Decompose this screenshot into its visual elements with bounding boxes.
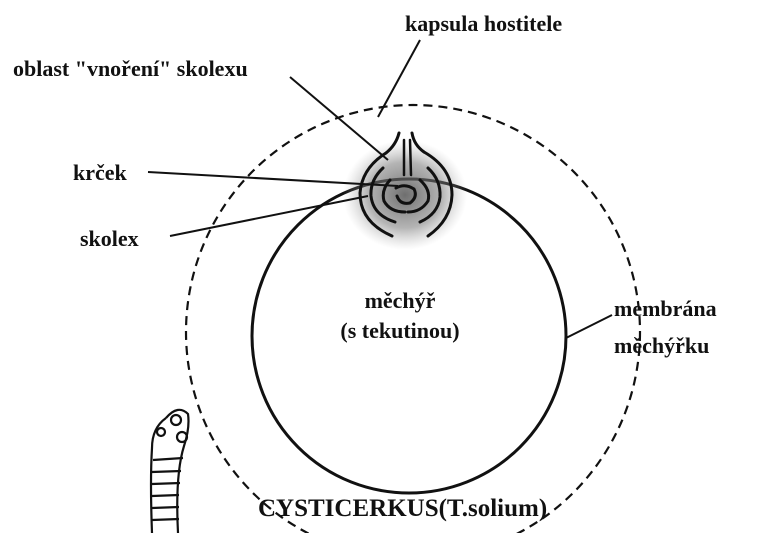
pointer-membrane bbox=[566, 315, 612, 338]
label-bladder-line2: (s tekutinou) bbox=[300, 320, 500, 342]
label-host-capsule: kapsula hostitele bbox=[405, 13, 562, 35]
pointer-invagination bbox=[290, 77, 388, 160]
label-invagination-area: oblast "vnoření" skolexu bbox=[13, 58, 248, 80]
tapeworm-sketch bbox=[151, 410, 189, 533]
label-bladder-line1: měchýř bbox=[300, 290, 500, 312]
diagram-caption: CYSTICERKUS(T.solium) bbox=[258, 496, 547, 521]
pointer-scolex bbox=[170, 196, 368, 236]
label-membrane-line1: membrána bbox=[614, 298, 717, 320]
label-bladder: měchýř (s tekutinou) bbox=[300, 290, 500, 342]
label-scolex: skolex bbox=[80, 228, 139, 250]
label-membrane: membrána měchýřku bbox=[614, 298, 717, 357]
label-membrane-line2: měchýřku bbox=[614, 335, 717, 357]
label-neck: krček bbox=[73, 162, 127, 184]
